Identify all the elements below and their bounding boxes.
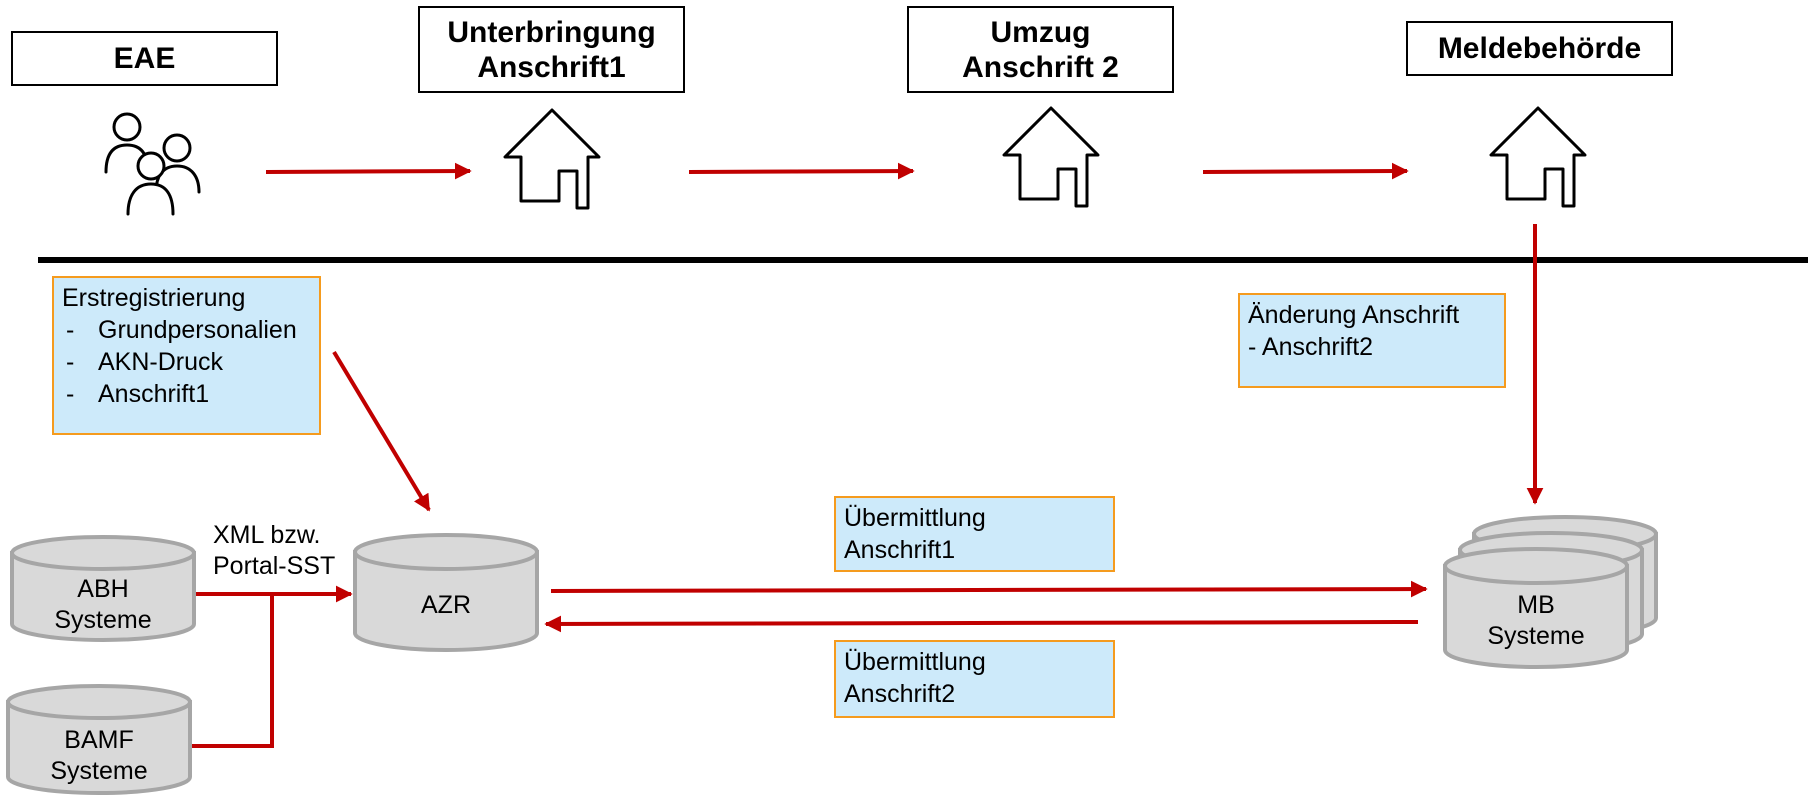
- interface-label-line2: Portal-SST: [213, 552, 336, 580]
- arrow-unterbringung-to-umzug: [688, 162, 915, 180]
- note-uebermittlung1-line1: Übermittlung: [844, 504, 986, 532]
- azr-database-label: AZR: [355, 590, 537, 621]
- note-uebermittlung-anschrift1: Übermittlung Anschrift1: [834, 496, 1115, 572]
- header-umzug-line1: Umzug: [990, 15, 1091, 49]
- people-icon: [104, 112, 201, 216]
- mb-label-line1: MB: [1517, 591, 1555, 619]
- mb-database-icon: [1443, 515, 1658, 669]
- header-umzug-line2: Anschrift 2: [962, 50, 1119, 84]
- note-uebermittlung2-line2: Anschrift2: [844, 680, 956, 708]
- house-icon: [503, 108, 601, 210]
- header-unterbringung-line2: Anschrift1: [477, 50, 626, 84]
- list-item: Grundpersonalien: [62, 314, 311, 346]
- arrow-umzug-to-meldebehoerde: [1202, 162, 1409, 180]
- header-eae: EAE: [11, 31, 278, 86]
- connector-bamf-to-abh-line: [189, 594, 274, 748]
- mb-database-label: MB Systeme: [1445, 590, 1627, 652]
- list-item: Anschrift1: [62, 378, 311, 410]
- bamf-label-line1: BAMF: [64, 726, 134, 754]
- note-uebermittlung-anschrift2: Übermittlung Anschrift2: [834, 640, 1115, 718]
- header-meldebehoerde-label: Meldebehörde: [1437, 32, 1642, 65]
- interface-label: XML bzw. Portal-SST: [213, 520, 335, 582]
- bamf-database-label: BAMF Systeme: [8, 725, 190, 787]
- list-item: AKN-Druck: [62, 346, 311, 378]
- arrow-erstregistrierung-to-azr: [332, 350, 431, 512]
- abh-database-icon: [10, 535, 196, 642]
- note-aenderung-line1: Änderung Anschrift: [1248, 301, 1460, 329]
- header-unterbringung: Unterbringung Anschrift1: [418, 6, 685, 93]
- note-aenderung-anschrift: Änderung Anschrift - Anschrift2: [1238, 293, 1506, 388]
- abh-database-label: ABH Systeme: [12, 574, 194, 636]
- header-eae-label: EAE: [113, 42, 176, 75]
- bamf-database-icon: [6, 684, 192, 795]
- header-meldebehoerde: Meldebehörde: [1406, 21, 1673, 76]
- header-unterbringung-line1: Unterbringung: [447, 15, 656, 49]
- azr-label-line1: AZR: [421, 591, 471, 619]
- note-erstregistrierung-list: Grundpersonalien AKN-Druck Anschrift1: [62, 314, 311, 410]
- abh-label-line2: Systeme: [54, 606, 152, 634]
- header-umzug: Umzug Anschrift 2: [907, 6, 1174, 93]
- arrow-azr-to-mb: [550, 580, 1428, 598]
- house-icon: [1002, 106, 1100, 208]
- abh-label-line1: ABH: [77, 575, 129, 603]
- note-aenderung-line2: - Anschrift2: [1248, 333, 1374, 361]
- arrow-mb-to-azr: [544, 615, 1419, 633]
- mb-label-line2: Systeme: [1487, 622, 1585, 650]
- note-erstregistrierung: Erstregistrierung Grundpersonalien AKN-D…: [52, 276, 321, 435]
- interface-label-line1: XML bzw.: [213, 521, 321, 549]
- bamf-label-line2: Systeme: [50, 757, 148, 785]
- house-icon: [1489, 106, 1587, 208]
- arrow-eae-to-unterbringung: [265, 162, 472, 180]
- note-uebermittlung1-line2: Anschrift1: [844, 536, 956, 564]
- azr-database-icon: [353, 533, 539, 652]
- note-erstregistrierung-title: Erstregistrierung: [62, 284, 246, 312]
- note-uebermittlung2-line1: Übermittlung: [844, 648, 986, 676]
